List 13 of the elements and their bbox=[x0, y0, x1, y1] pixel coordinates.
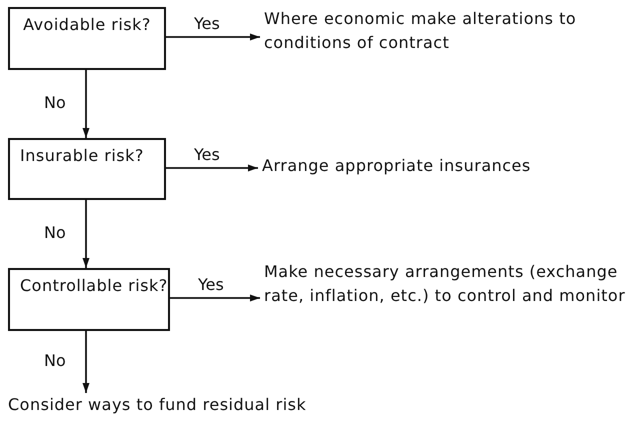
outcome-text: Make necessary arrangements (exchange rate, inflation, etc.) to control and monitor bbox=[264, 260, 642, 335]
decision-box: Avoidable risk? bbox=[8, 7, 166, 70]
decision-box: Controllable risk? bbox=[8, 268, 170, 331]
arrow bbox=[82, 331, 90, 393]
arrow bbox=[166, 164, 258, 172]
outcome-text: Consider ways to fund residual risk bbox=[8, 393, 508, 419]
outcome-text: Where economic make alterations to conditions of contract bbox=[264, 7, 642, 57]
outcome-text: Arrange appropriate insurances bbox=[262, 154, 642, 180]
arrow bbox=[82, 200, 90, 268]
arrow bbox=[166, 34, 260, 40]
decision-box: Insurable risk? bbox=[8, 138, 166, 200]
arrow bbox=[170, 294, 260, 302]
arrow bbox=[82, 70, 90, 138]
